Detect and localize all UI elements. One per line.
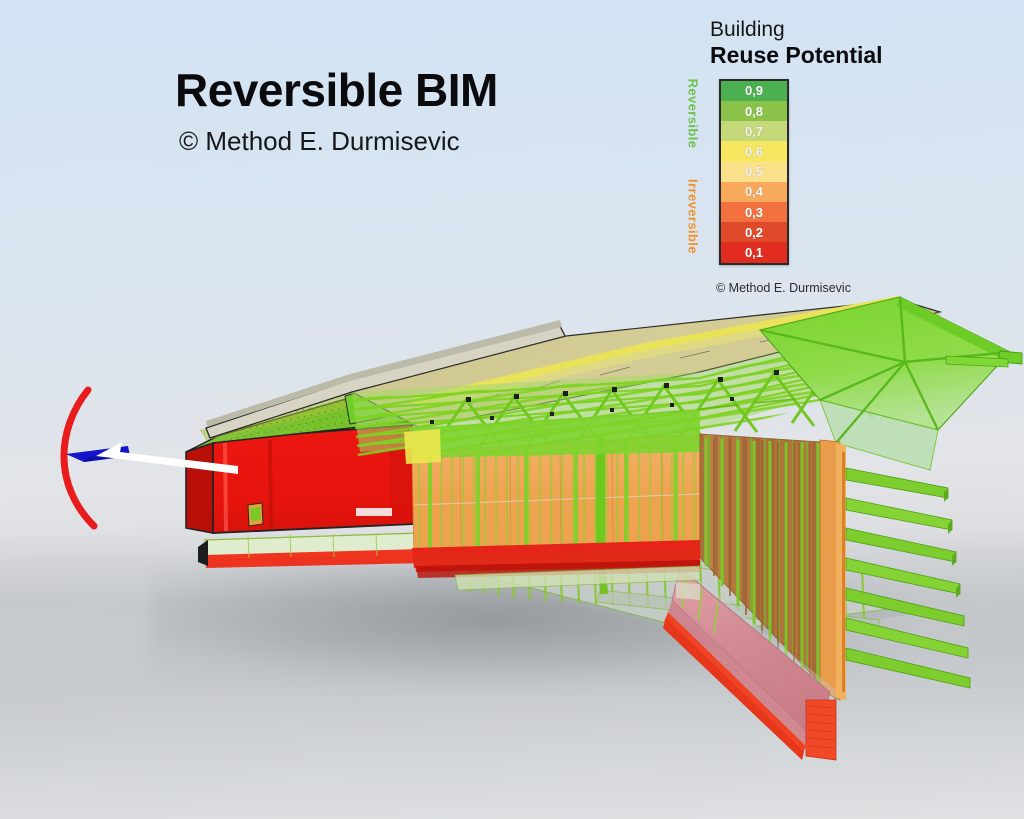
legend-credit: © Method E. Durmisevic: [716, 280, 851, 295]
author-credit: © Method E. Durmisevic: [179, 126, 460, 157]
legend-band-0-4: 0,4: [721, 181, 787, 203]
legend-axis-labels: Reversible Irreversible: [680, 78, 706, 265]
legend-band-0-8: 0,8: [721, 100, 787, 122]
terrace-slab: [198, 532, 426, 568]
legend-band-0-3: 0,3: [721, 202, 787, 223]
legend-axis-label-irreversible: Irreversible: [685, 178, 701, 254]
orange-facade-mid: [404, 410, 701, 568]
canopy-right: [758, 296, 1023, 471]
legend-band-0-2: 0,2: [721, 222, 787, 243]
foundation-wall: [663, 567, 837, 761]
reuse-potential-legend: Building Reuse Potential Reversible Irre…: [680, 18, 900, 295]
legend-band-0-5: 0,5: [721, 161, 787, 182]
page-title: Reversible BIM: [175, 64, 498, 116]
legend-band-0-1: 0,1: [721, 242, 787, 263]
reversibility-callout: [40, 378, 240, 548]
pointer-arrow: [96, 442, 238, 474]
legend-band-0-7: 0,7: [721, 121, 787, 142]
title-block: Reversible BIM © Method E. Durmisevic: [175, 66, 498, 157]
legend-heading-reuse-potential: Reuse Potential: [710, 42, 883, 69]
louver-fins: [845, 467, 971, 689]
legend-heading-building: Building: [710, 18, 785, 41]
disassembly-arc: [60, 386, 98, 530]
legend-axis-label-reversible: Reversible: [685, 78, 701, 149]
legend-band-0-6: 0,6: [721, 141, 787, 162]
brown-facade-right: [699, 433, 846, 701]
ground-deck-green: [454, 565, 701, 591]
legend-band-0-9: 0,9: [721, 80, 787, 101]
